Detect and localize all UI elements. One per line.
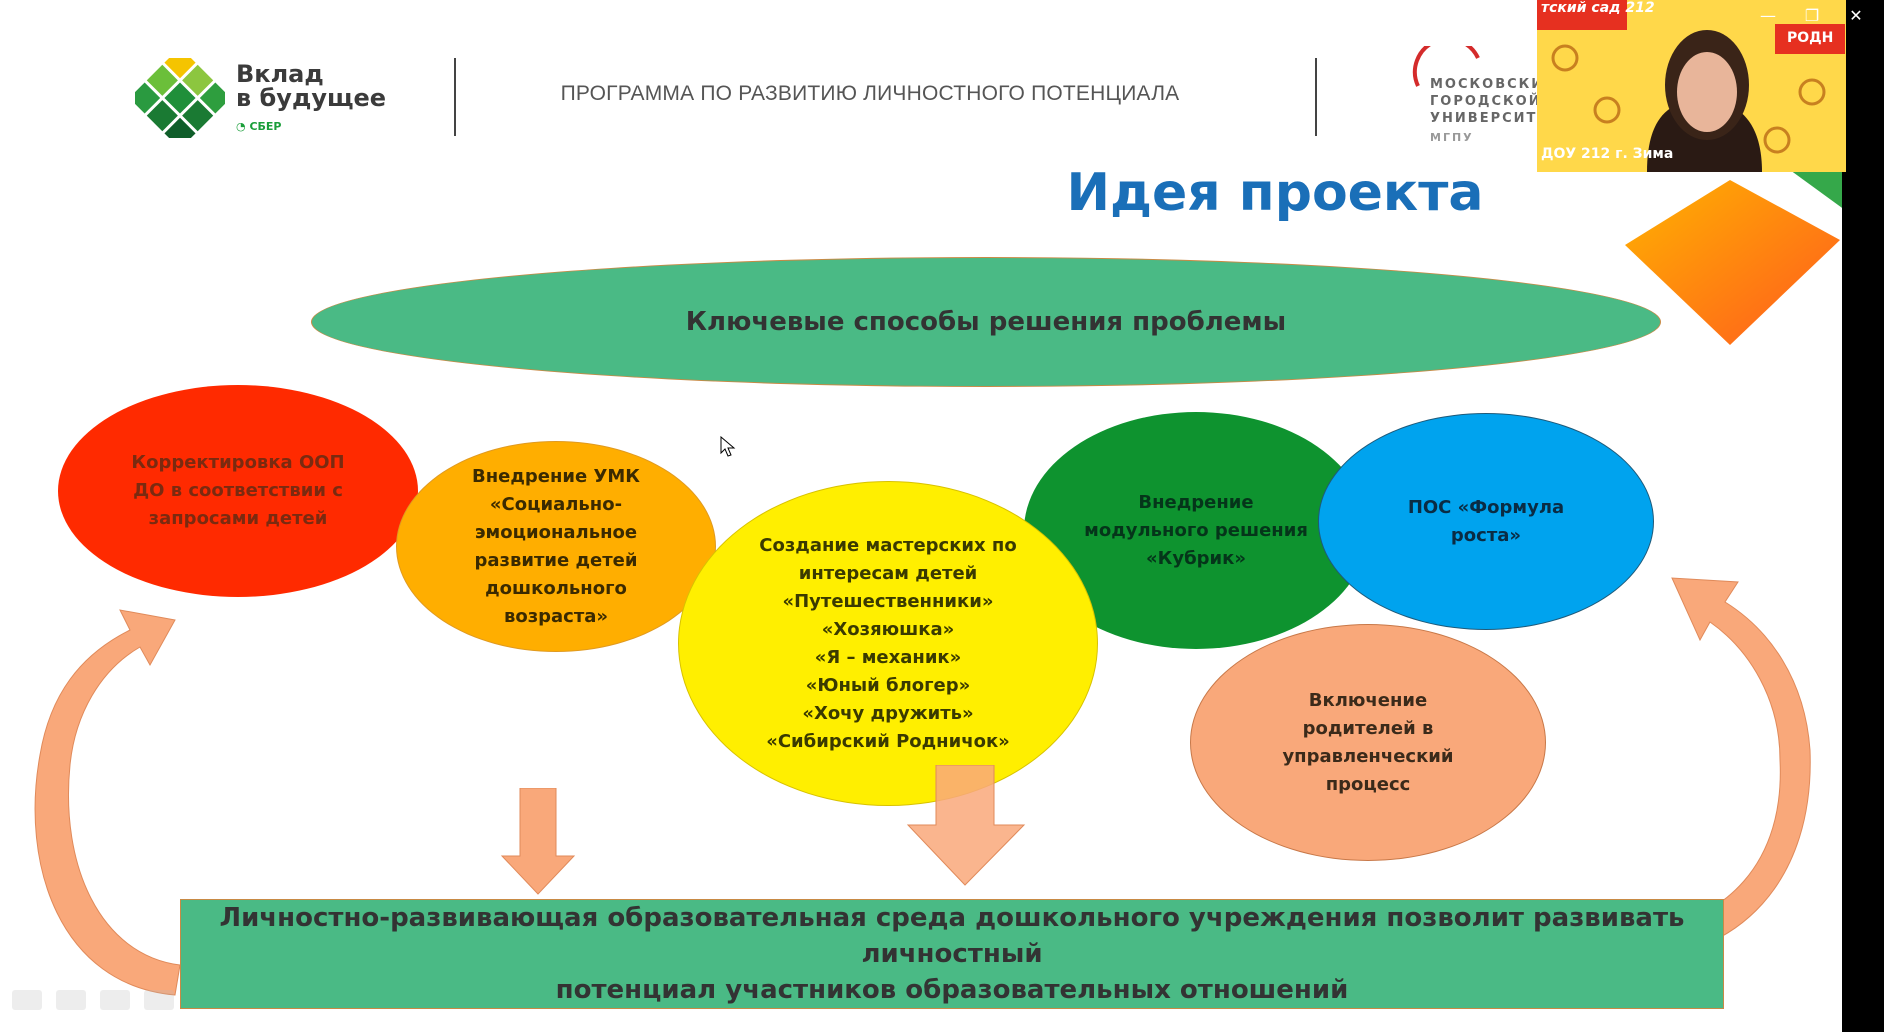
kubrik-text: Внедрение модульного решения «Кубрик» — [1084, 491, 1308, 569]
header-divider-right — [1315, 58, 1317, 136]
restore-icon[interactable]: ❐ — [1804, 5, 1820, 25]
participant-video[interactable]: тский сад 212 РОДН — [1537, 0, 1846, 172]
logo-line1: Вклад — [236, 60, 324, 88]
key-methods-ellipse: Ключевые способы решения проблемы — [311, 257, 1661, 387]
ellipse-oop-correction: Корректировка ООП ДО в соответствии с за… — [58, 385, 418, 597]
presentation-slide: Вклад в будущее ◔ СБЕР ПРОГРАММА ПО РАЗВ… — [12, 46, 1842, 1010]
result-statement-text: Личностно-развивающая образовательная ср… — [219, 903, 1685, 1005]
down-arrow-right-icon — [906, 765, 1026, 886]
toolbar-zoom-icon[interactable] — [144, 990, 174, 1010]
ellipse-parents: Включение родителей в управленческий про… — [1190, 624, 1546, 861]
slide-title: Идея проекта — [1066, 163, 1484, 223]
right-black-strip — [1842, 0, 1884, 1032]
mgpu-arc-icon — [1412, 46, 1480, 87]
presentation-toolbar — [12, 990, 174, 1010]
curved-arrow-left-icon — [34, 609, 181, 996]
ellipse-pos-formula: ПОС «Формула роста» — [1318, 413, 1654, 630]
toolbar-prev-icon[interactable] — [12, 990, 42, 1010]
mgpu-logo: МОСКОВСКИЙ ГОРОДСКОЙ УНИВЕРСИТЕТ МГПУ — [1408, 46, 1568, 151]
header-divider-left — [454, 58, 456, 136]
video-banner-right: РОДН — [1787, 30, 1834, 46]
vklad-logo: Вклад в будущее ◔ СБЕР — [129, 47, 495, 149]
mgpu-line4: МГПУ — [1430, 131, 1474, 144]
mgpu-line3: УНИВЕРСИТЕТ — [1430, 111, 1560, 126]
workshops-text: Создание мастерских по интересам детей «… — [759, 534, 1017, 752]
program-title: ПРОГРАММА ПО РАЗВИТИЮ ЛИЧНОСТНОГО ПОТЕНЦ… — [560, 82, 1180, 105]
diamond-logo-icon — [129, 47, 231, 149]
curved-arrow-right-icon — [1624, 577, 1811, 961]
parents-text: Включение родителей в управленческий про… — [1282, 689, 1454, 795]
mouse-cursor-icon — [720, 436, 736, 457]
umk-text: Внедрение УМК «Социально- эмоциональное … — [471, 465, 641, 627]
mgpu-line1: МОСКОВСКИЙ — [1430, 77, 1558, 92]
pos-formula-text: ПОС «Формула роста» — [1407, 496, 1565, 546]
close-icon[interactable]: ✕ — [1849, 5, 1863, 25]
down-arrow-left-icon — [500, 788, 576, 895]
video-banner-text: тский сад 212 — [1541, 0, 1655, 16]
oop-correction-text: Корректировка ООП ДО в соответствии с за… — [131, 452, 345, 529]
toolbar-pen-icon[interactable] — [56, 990, 86, 1010]
participant-name-label: ДОУ 212 г. Зима — [1541, 146, 1674, 162]
participant-video-frame — [1537, 0, 1846, 172]
logo-sber: ◔ СБЕР — [236, 120, 282, 133]
decorative-diamond-icon — [1625, 170, 1842, 345]
minimize-icon[interactable]: — — [1760, 5, 1776, 25]
ellipse-umk: Внедрение УМК «Социально- эмоциональное … — [396, 441, 716, 652]
toolbar-menu-icon[interactable] — [100, 990, 130, 1010]
mgpu-line2: ГОРОДСКОЙ — [1430, 94, 1542, 109]
ellipse-workshops: Создание мастерских по интересам детей «… — [678, 481, 1098, 806]
key-methods-text: Ключевые способы решения проблемы — [685, 307, 1287, 337]
result-statement-box: Личностно-развивающая образовательная ср… — [180, 899, 1724, 1009]
sber-label: СБЕР — [249, 120, 282, 133]
logo-line2: в будущее — [236, 84, 387, 112]
